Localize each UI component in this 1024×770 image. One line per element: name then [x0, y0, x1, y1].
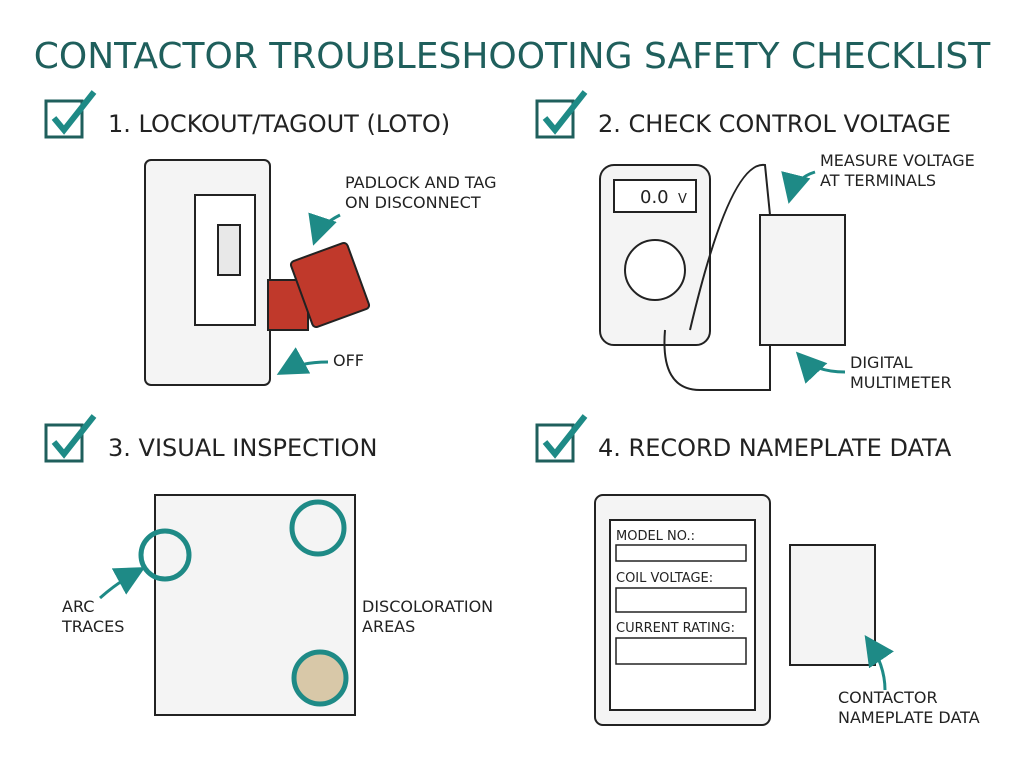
callout-label: ARC — [62, 597, 94, 616]
probe-lead — [663, 329, 771, 391]
page-title: CONTACTOR TROUBLESHOOTING SAFETY CHECKLI… — [34, 36, 991, 77]
checkbox-icon — [535, 99, 575, 139]
magnifier-icon — [138, 528, 192, 582]
callout-arrow — [864, 635, 894, 691]
checkmark-icon — [51, 414, 97, 459]
dial-icon — [624, 239, 686, 301]
callout-label: ON DISCONNECT — [345, 193, 481, 212]
probe-lead — [689, 163, 771, 331]
contactor-icon — [759, 214, 846, 346]
callout-label: MEASURE VOLTAGE — [820, 151, 975, 170]
callout-label: CONTACTOR — [838, 688, 938, 707]
callout-label: DIGITAL — [850, 353, 913, 372]
callout-label: TRACES — [61, 617, 124, 636]
field-box — [615, 544, 747, 562]
checkmark-icon — [542, 90, 588, 135]
meter-reading: 0.0 — [640, 187, 669, 208]
contactor-icon — [789, 544, 876, 666]
tag-icon — [289, 241, 371, 329]
disconnect-switch-icon — [144, 159, 271, 386]
checkmark-icon — [542, 414, 588, 459]
checkmark-icon — [51, 90, 97, 135]
callout-label: DISCOLORATION — [362, 597, 493, 616]
checkbox-icon — [535, 423, 575, 463]
step-4: 4. RECORD NAMEPLATE DATA MODEL NO.: COIL… — [535, 414, 980, 727]
step-3: 3. VISUAL INSPECTION ARC TRACES DISCOLOR… — [44, 414, 493, 716]
step-1: 1. LOCKOUT/TAGOUT (LOTO) PADLOCK AND TAG… — [44, 90, 497, 386]
step-2: 2. CHECK CONTROL VOLTAGE 0.0 V MEASURE V… — [535, 90, 975, 392]
callout-arrow — [308, 212, 341, 246]
callout-label: OFF — [333, 351, 364, 370]
callout-arrow — [795, 351, 846, 384]
step-heading: 1. LOCKOUT/TAGOUT (LOTO) — [108, 110, 450, 138]
magnifier-icon — [291, 649, 349, 707]
field-label: COIL VOLTAGE: — [616, 571, 713, 586]
meter-display — [613, 179, 697, 213]
callout-arrow — [276, 347, 329, 375]
step-heading: 3. VISUAL INSPECTION — [108, 434, 377, 462]
field-label: CURRENT RATING: — [616, 621, 735, 636]
checkbox-icon — [44, 423, 84, 463]
field-label: MODEL NO.: — [616, 529, 695, 544]
callout-label: MULTIMETER — [850, 373, 952, 392]
callout-label: AT TERMINALS — [820, 171, 936, 190]
checkbox-icon — [44, 99, 84, 139]
meter-unit: V — [678, 192, 687, 207]
step-heading: 2. CHECK CONTROL VOLTAGE — [598, 110, 951, 138]
callout-label: AREAS — [362, 617, 415, 636]
callout-label: PADLOCK AND TAG — [345, 173, 497, 192]
magnifier-icon — [289, 499, 347, 557]
callout-label: NAMEPLATE DATA — [838, 708, 980, 727]
step-heading: 4. RECORD NAMEPLATE DATA — [598, 434, 952, 462]
callout-arrow — [99, 567, 146, 600]
field-box — [615, 587, 747, 613]
field-box — [615, 637, 747, 665]
callout-arrow — [781, 170, 816, 204]
